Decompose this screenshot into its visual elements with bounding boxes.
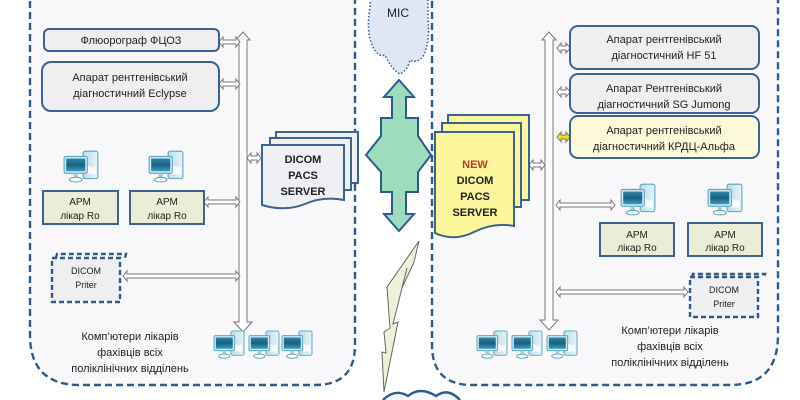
device-label-line1: Апарат рентгенівський	[606, 125, 721, 137]
right-device-krdc-alfa[interactable]: Апарат рентгенівський діагностичний КРДЦ…	[569, 115, 760, 159]
footer-line3: поліклінічних відділень	[71, 363, 189, 375]
device-label-line1: Апарат рентгенівський	[72, 72, 187, 84]
server-label-line3: SERVER	[280, 186, 325, 198]
footer-line3: поліклінічних відділень	[611, 357, 729, 369]
device-label-line1: Апарат Рентгенівський	[606, 83, 722, 95]
connector-right-workstations	[555, 198, 616, 212]
connector-left-workstations	[203, 195, 241, 209]
printer-label-line2: Priter	[75, 280, 97, 290]
workstation-label-line2: лікар Ro	[147, 211, 187, 222]
device-label-line2: діагностичний Eclypse	[73, 88, 187, 100]
workstation-label-line2: лікар Ro	[60, 211, 100, 222]
connector-left-printer	[122, 269, 241, 283]
connector-fluorograph	[218, 35, 241, 49]
left-device-fluorograph[interactable]: Флюорограф ФЦОЗ	[43, 28, 220, 52]
footer-line1: Комп’ютери лікарів	[81, 331, 178, 343]
workstation-label-line1: АРМ	[156, 197, 178, 208]
printer-label-line1: DICOM	[71, 266, 101, 276]
left-footer-caption: Комп’ютери лікарів фахівців всіх поліклі…	[71, 331, 189, 375]
new-badge: NEW	[462, 159, 488, 171]
cloud-label: MIC	[387, 6, 409, 20]
mic-cloud[interactable]: MIC	[367, 0, 430, 75]
device-label-line1: Апарат рентгенівський	[606, 34, 721, 46]
right-device-hf51[interactable]: Апарат рентгенівський діагностичний HF 5…	[569, 25, 760, 70]
left-bus-arrow	[232, 31, 254, 333]
connector-right-printer	[555, 285, 689, 299]
right-dicom-printer[interactable]: DICOM Priter	[688, 272, 767, 319]
server-label-line3: SERVER	[452, 207, 497, 219]
workstation-label-line1: АРМ	[626, 230, 648, 241]
bottom-cloud-edge	[382, 389, 461, 400]
server-label-line2: PACS	[460, 191, 490, 203]
printer-label-line1: DICOM	[709, 285, 739, 295]
footer-line2: фахівців всіх	[97, 347, 163, 359]
right-device-sg-jumong[interactable]: Апарат Рентгенівський діагностичний SG J…	[569, 73, 760, 114]
right-workstation-2[interactable]: АРМ лікар Ro	[687, 183, 763, 257]
workstation-label-line2: лікар Ro	[617, 243, 657, 254]
device-label-line2: діагностичний SG Jumong	[597, 99, 730, 111]
four-way-arrow	[364, 78, 433, 233]
footer-line2: фахівців всіх	[637, 341, 703, 353]
left-device-eclypse[interactable]: Апарат рентгенівський діагностичний Ecly…	[41, 61, 220, 112]
device-label-line2: діагностичний HF 51	[612, 50, 717, 62]
left-workstation-2[interactable]: АРМ лікар Ro	[129, 150, 205, 225]
lightning-link-icon	[381, 240, 420, 393]
workstation-label-line1: АРМ	[714, 230, 736, 241]
left-dicom-printer[interactable]: DICOM Priter	[50, 252, 128, 304]
footer-line1: Комп’ютери лікарів	[621, 325, 718, 337]
printer-label-line2: Priter	[713, 299, 735, 309]
server-label-line1: DICOM	[457, 175, 494, 187]
connector-eclypse	[218, 77, 241, 91]
server-label-line2: PACS	[288, 170, 318, 182]
device-label-line2: діагностичний КРДЦ-Альфа	[593, 141, 736, 153]
workstation-label-line1: АРМ	[69, 197, 91, 208]
device-label: Флюорограф ФЦОЗ	[81, 35, 182, 47]
right-new-pacs-server[interactable]: NEW DICOM PACS SERVER	[434, 114, 530, 239]
server-label-line1: DICOM	[285, 154, 322, 166]
right-bus-arrow	[538, 31, 560, 331]
connector-right-server	[528, 158, 546, 172]
right-footer-caption: Комп’ютери лікарів фахівців всіх поліклі…	[611, 325, 729, 369]
left-workstation-1[interactable]: АРМ лікар Ro	[42, 150, 119, 225]
workstation-label-line2: лікар Ro	[705, 243, 745, 254]
left-pacs-server[interactable]: DICOM PACS SERVER	[261, 131, 359, 210]
right-workstation-1[interactable]: АРМ лікар Ro	[599, 183, 675, 257]
